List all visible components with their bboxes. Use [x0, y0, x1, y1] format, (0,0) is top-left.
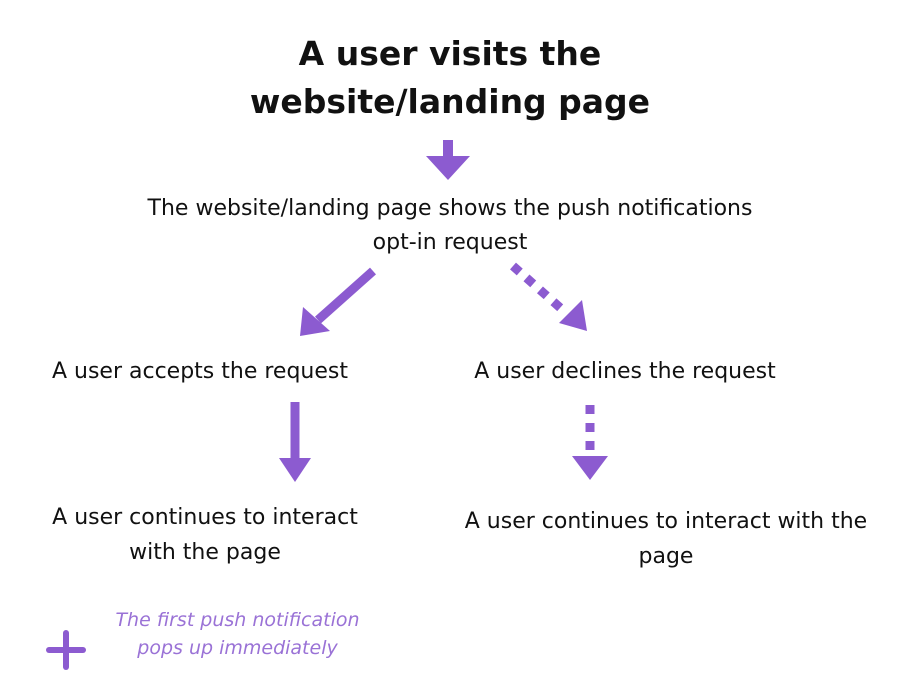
opt-in-step: The website/landing page shows the push …: [60, 192, 840, 260]
push-note-line-1: The first push notification: [115, 609, 360, 631]
opt-in-line-2: opt-in request: [372, 230, 528, 255]
accept-outcome: A user continues to interact with the pa…: [20, 500, 390, 570]
accept-outcome-line-2: with the page: [129, 540, 281, 565]
plus-icon: [46, 630, 86, 670]
arrow-left-outcome-icon: [279, 402, 311, 482]
title-line-2: website/landing page: [249, 82, 651, 121]
arrow-decline-icon: [510, 262, 587, 331]
title-line-1: A user visits the: [298, 34, 602, 73]
decline-outcome-line-2: page: [638, 544, 694, 569]
arrow-down-icon: [426, 140, 470, 180]
push-note-line-2: pops up immediately: [137, 637, 338, 659]
decline-branch-label: A user declines the request: [474, 359, 776, 384]
arrow-accept-icon: [300, 267, 376, 336]
opt-in-line-1: The website/landing page shows the push …: [147, 196, 753, 221]
decline-outcome: A user continues to interact with the pa…: [432, 504, 900, 574]
page-title: A user visits the website/landing page: [170, 30, 730, 126]
accept-branch-label: A user accepts the request: [51, 359, 348, 384]
accept-outcome-line-1: A user continues to interact: [52, 505, 358, 530]
arrow-right-outcome-icon: [572, 405, 608, 480]
push-note: The first push notification pops up imme…: [95, 606, 380, 662]
decline-outcome-line-1: A user continues to interact with the: [464, 509, 868, 534]
